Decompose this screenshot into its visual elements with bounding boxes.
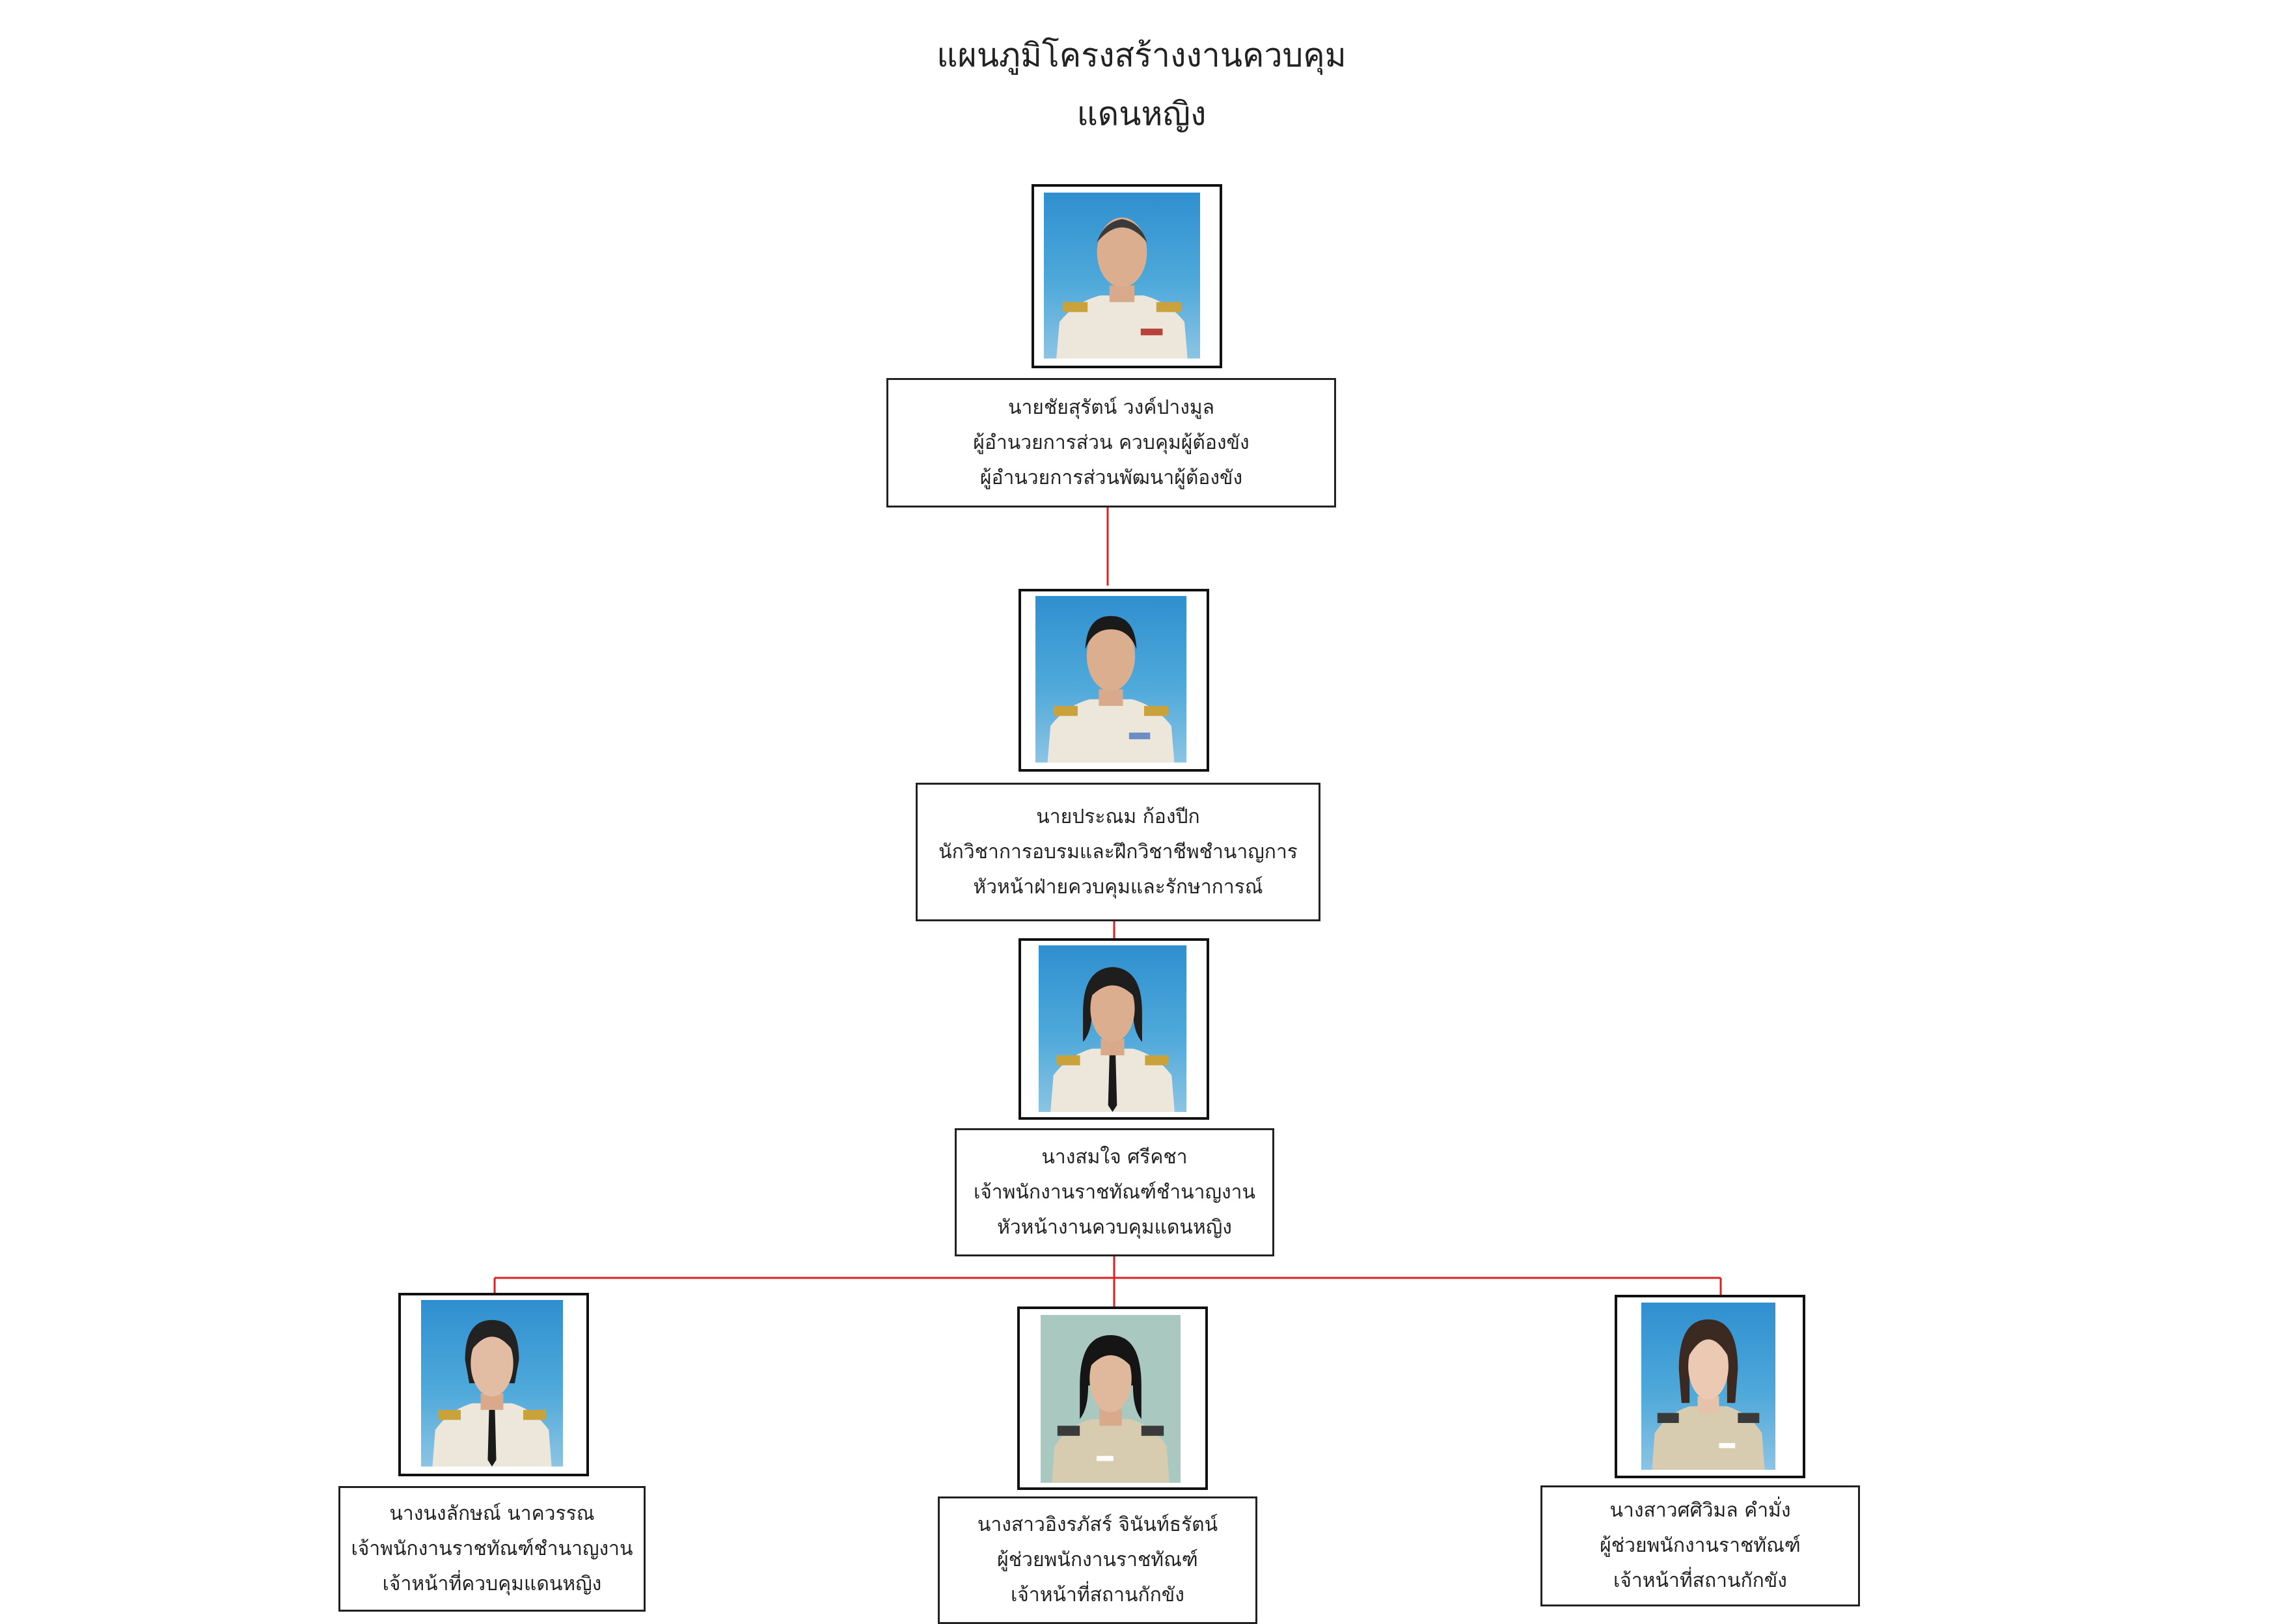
portrait-photo-director (1044, 193, 1200, 359)
label-box-staff-1: นางนงลักษณ์ นาควรรณ เจ้าพนักงานราชทัณฑ์ช… (338, 1486, 646, 1612)
position-title: ผู้อำนวยการส่วน ควบคุมผู้ต้องขัง (973, 431, 1250, 454)
department-title: เจ้าหน้าที่สถานกักขัง (1613, 1569, 1787, 1592)
portrait-photo-head-control (1035, 596, 1186, 763)
department-title: ผู้อำนวยการส่วนพัฒนาผู้ต้องขัง (979, 466, 1243, 489)
position-title: เจ้าพนักงานราชทัณฑ์ชำนาญงาน (973, 1180, 1256, 1204)
person-name: นางนงลักษณ์ นาควรรณ (389, 1502, 595, 1525)
person-name: นายชัยสุรัตน์ วงค์ปางมูล (1007, 396, 1215, 419)
portrait-photo-staff-3 (1641, 1303, 1775, 1470)
chart-title: แผนภูมิโครงสร้างงานควบคุมแดนหญิง (936, 36, 1347, 133)
department-title: เจ้าหน้าที่ควบคุมแดนหญิง (382, 1572, 602, 1595)
portrait-photo-staff-2 (1041, 1315, 1181, 1483)
department-title: หัวหน้างานควบคุมแดนหญิง (997, 1215, 1232, 1239)
label-box-director: นายชัยสุรัตน์ วงค์ปางมูล ผู้อำนวยการส่วน… (886, 378, 1336, 508)
position-title: เจ้าพนักงานราชทัณฑ์ชำนาญงาน (351, 1537, 633, 1560)
position-title: นักวิชาการอบรมและฝึกวิชาชีพชำนาญการ (938, 840, 1298, 863)
label-box-head-women: นางสมใจ ศรีคชา เจ้าพนักงานราชทัณฑ์ชำนาญง… (955, 1128, 1274, 1256)
person-name: นางสาวอิงรภัสร์ จินันท์ธรัตน์ (977, 1513, 1218, 1536)
portrait-photo-head-women (1039, 945, 1186, 1112)
person-name: นางสมใจ ศรีคชา (1041, 1145, 1188, 1169)
label-box-staff-2: นางสาวอิงรภัสร์ จินันท์ธรัตน์ ผู้ช่วยพนั… (938, 1496, 1257, 1624)
label-box-head-control: นายประณม ก้องปีก นักวิชาการอบรมและฝึกวิช… (916, 783, 1320, 921)
department-title: หัวหน้าฝ่ายควบคุมและรักษาการณ์ (973, 875, 1263, 899)
portrait-photo-staff-1 (421, 1300, 563, 1467)
label-box-staff-3: นางสาวศศิวิมล คำมั่ง ผู้ช่วยพนักงานราชทั… (1540, 1485, 1860, 1606)
person-name: นายประณม ก้องปีก (1036, 805, 1200, 828)
position-title: ผู้ช่วยพนักงานราชทัณฑ์ (997, 1549, 1198, 1571)
person-name: นางสาวศศิวิมล คำมั่ง (1609, 1499, 1791, 1522)
department-title: เจ้าหน้าที่สถานกักขัง (1011, 1584, 1184, 1606)
position-title: ผู้ช่วยพนักงานราชทัณฑ์ (1600, 1534, 1801, 1557)
